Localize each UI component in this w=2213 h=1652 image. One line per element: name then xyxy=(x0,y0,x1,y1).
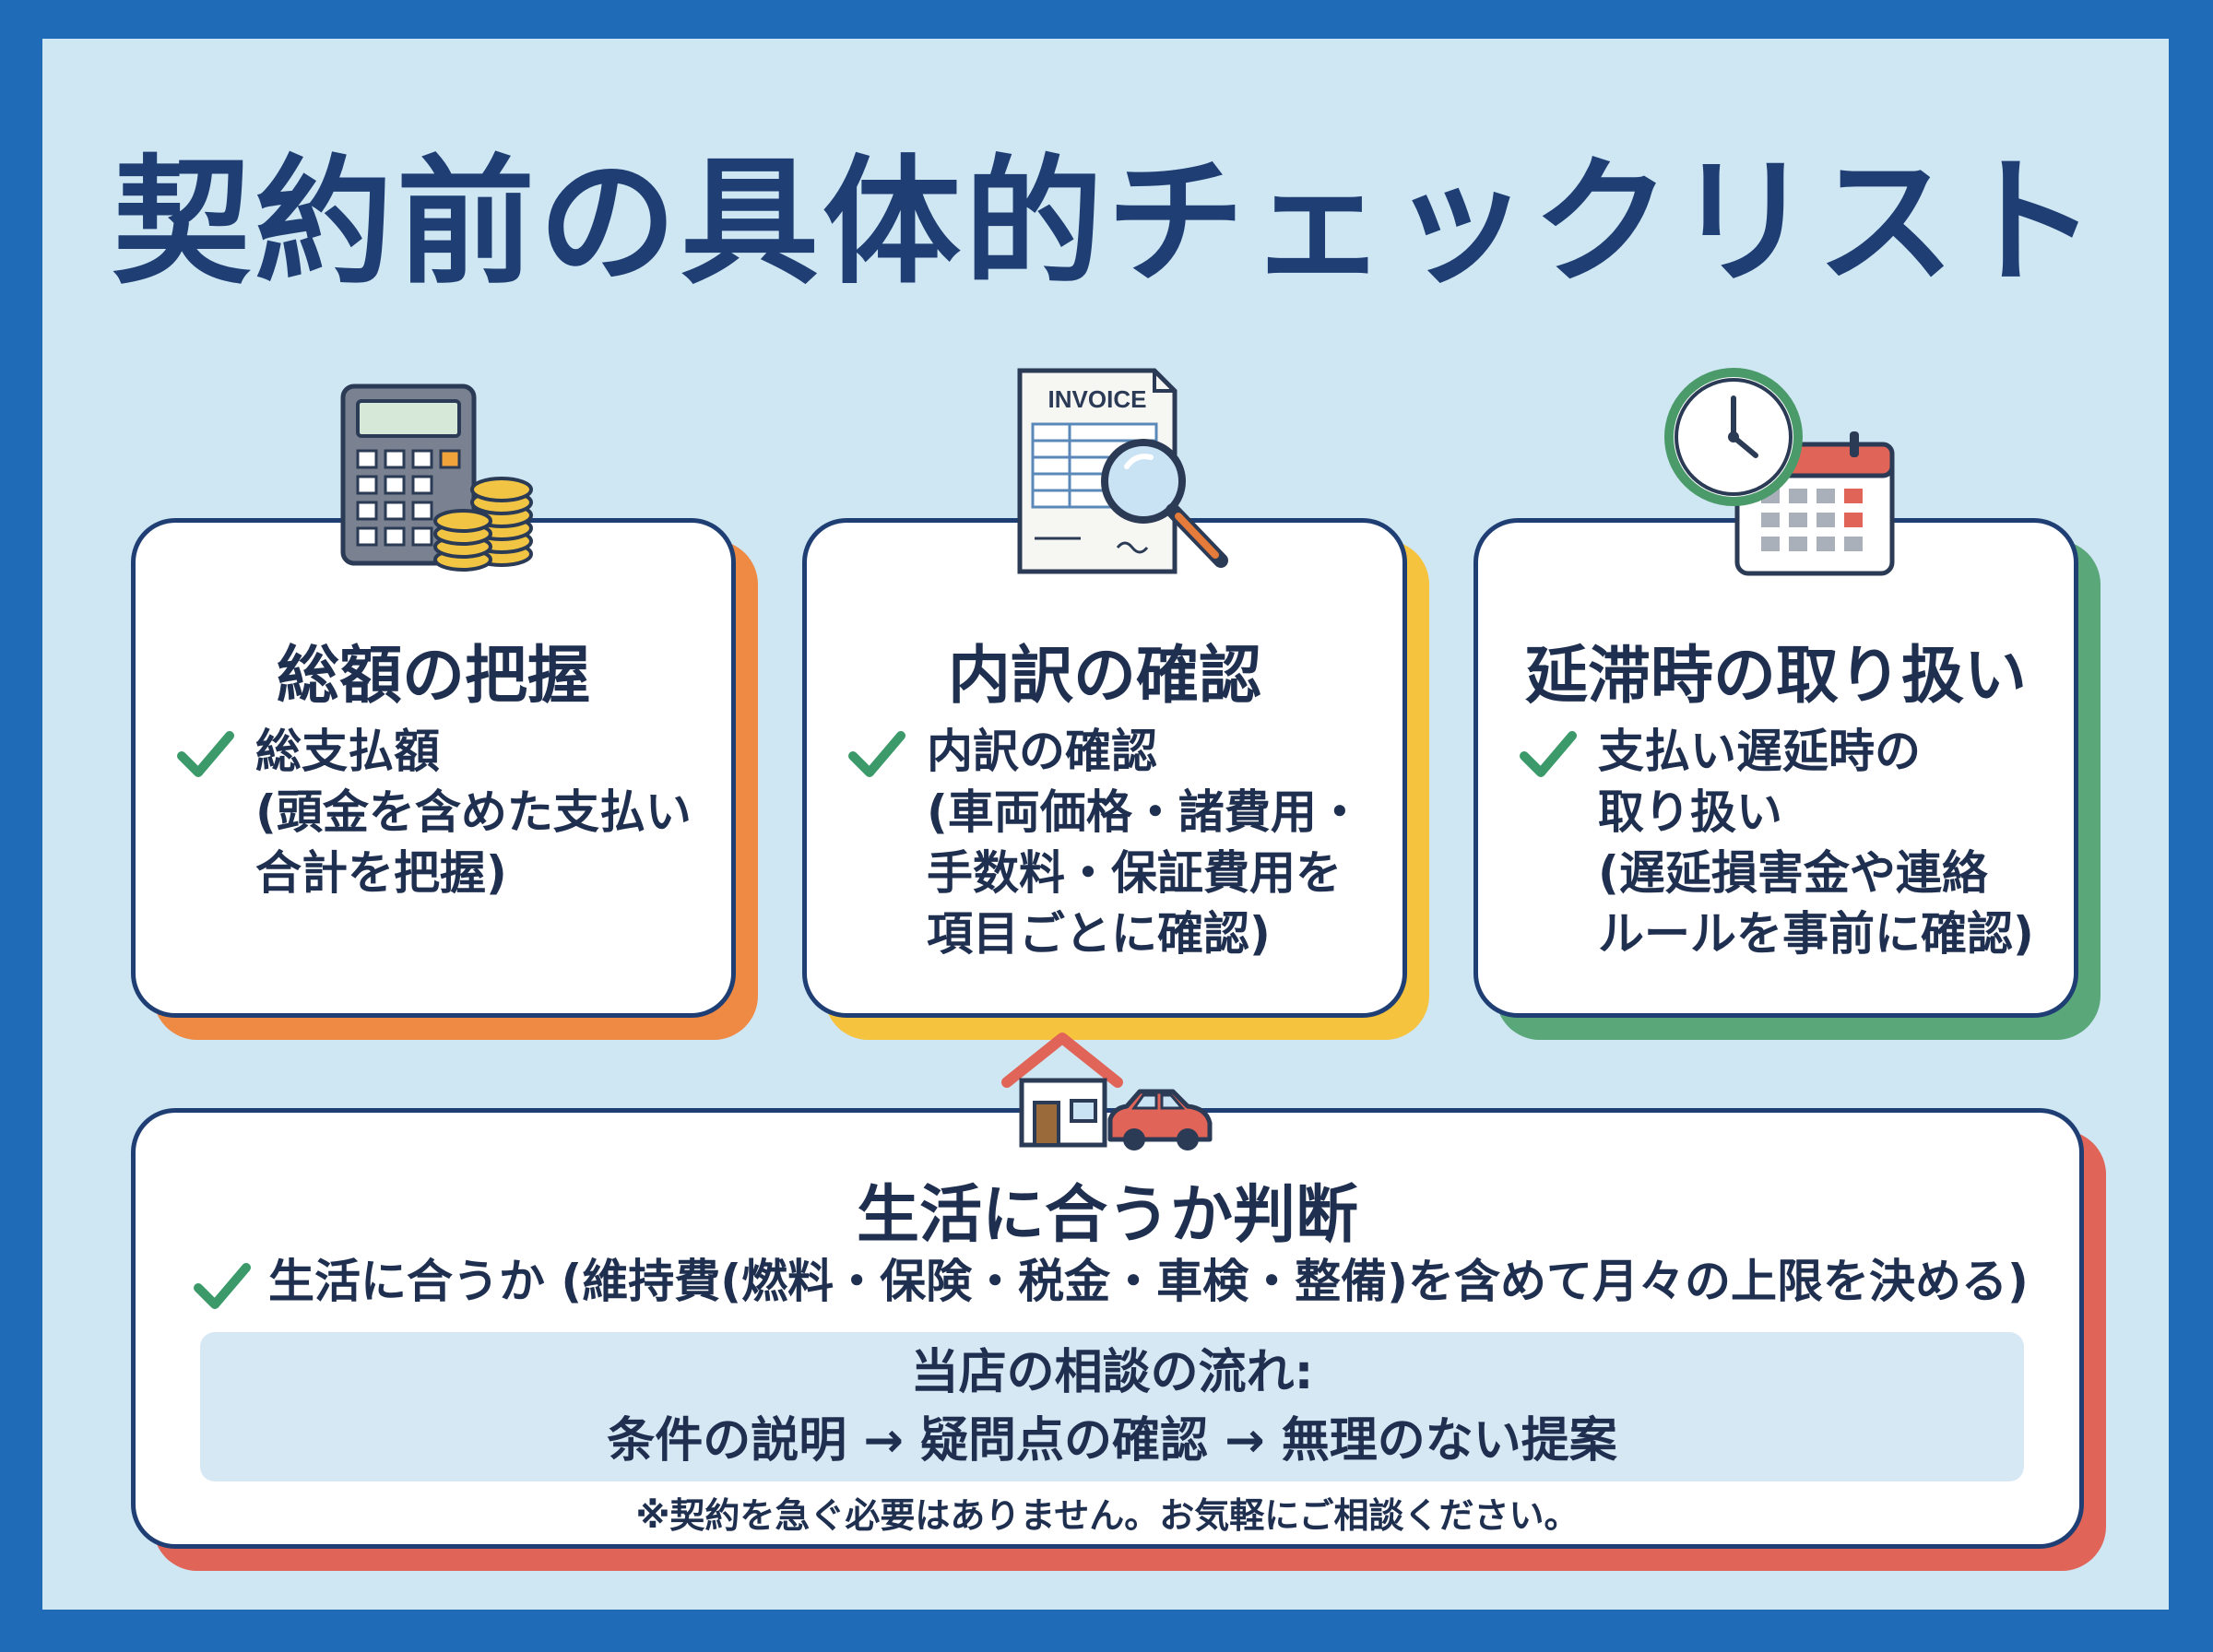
check-line: 総支払額 xyxy=(255,725,440,778)
card-title: 延滞時の取り扱い xyxy=(1524,640,2027,713)
card-lifestyle-fit: 生活に合うか判断 生活に合うか (維持費(燃料・保険・税金・車検・整備)を含めて… xyxy=(131,1108,2106,1571)
check-line: 支払い遅延時の xyxy=(1598,725,1921,778)
flow-title: 当店の相談の流れ: xyxy=(910,1345,1314,1400)
card-title: 総額の把握 xyxy=(276,640,590,713)
check-line: (頭金を含めた支払い xyxy=(255,785,692,839)
card-total-amount: 総額の把握 総支払額 (頭金を含めた支払い 合計を把握) xyxy=(131,518,758,1040)
card-breakdown: 内訳の確認 内訳の確認 (車両価格・諸費用・ 手数料・保証費用を 項目ごとに確認… xyxy=(802,518,1429,1040)
card-check-text: 生活に合うか (維持費(燃料・保険・税金・車検・整備)を含めて月々の上限を決める… xyxy=(268,1255,2029,1308)
check-line: 項目ごとに確認) xyxy=(927,907,1271,961)
card-check-text: 支払い遅延時の 取り扱い (遅延損害金や連絡 ルールを事前に確認) xyxy=(1598,721,2077,964)
page-title: 契約前の具体的チェックリスト xyxy=(112,143,2101,303)
card-check-text: 内訳の確認 (車両価格・諸費用・ 手数料・保証費用を 項目ごとに確認) xyxy=(927,721,1406,964)
check-line: ルールを事前に確認) xyxy=(1598,907,2034,961)
card-title: 生活に合うか判断 xyxy=(856,1179,1358,1252)
check-line: (車両価格・諸費用・ xyxy=(927,785,1363,839)
check-line: 手数料・保証費用を xyxy=(927,846,1342,900)
check-line: (遅延損害金や連絡 xyxy=(1598,846,1988,900)
footnote: ※契約を急ぐ必要はありません。お気軽にご相談ください。 xyxy=(635,1495,1580,1536)
card-body: 内訳の確認 内訳の確認 (車両価格・諸費用・ 手数料・保証費用を 項目ごとに確認… xyxy=(802,518,1407,1018)
invoice-magnifier-icon: INVOICE xyxy=(1017,368,1228,574)
card-body: 延滞時の取り扱い 支払い遅延時の 取り扱い (遅延損害金や連絡 ルールを事前に確… xyxy=(1473,518,2078,1018)
invoice-label: INVOICE xyxy=(1048,385,1147,413)
flow-steps: 条件の説明 → 疑問点の確認 → 無理のない提案 xyxy=(607,1413,1617,1469)
check-line: 取り扱い xyxy=(1598,785,1782,839)
card-body: 生活に合うか判断 生活に合うか (維持費(燃料・保険・税金・車検・整備)を含めて… xyxy=(131,1108,2084,1549)
card-check-text: 総支払額 (頭金を含めた支払い 合計を把握) xyxy=(255,721,735,903)
calculator-coins-icon xyxy=(340,384,533,572)
clock-calendar-icon xyxy=(1664,368,1895,576)
check-line: 内訳の確認 xyxy=(927,725,1157,778)
check-icon xyxy=(1520,731,1577,777)
card-title: 内訳の確認 xyxy=(947,640,1261,713)
check-line: 合計を把握) xyxy=(255,846,507,900)
card-late-payment: 延滞時の取り扱い 支払い遅延時の 取り扱い (遅延損害金や連絡 ルールを事前に確… xyxy=(1473,518,2101,1040)
card-body: 総額の把握 総支払額 (頭金を含めた支払い 合計を把握) xyxy=(131,518,736,1018)
consultation-flow-box: 当店の相談の流れ: 条件の説明 → 疑問点の確認 → 無理のない提案 xyxy=(200,1332,2024,1481)
check-icon xyxy=(177,731,234,777)
check-icon xyxy=(848,731,905,777)
house-car-icon xyxy=(1001,1032,1213,1150)
check-icon xyxy=(194,1263,251,1309)
